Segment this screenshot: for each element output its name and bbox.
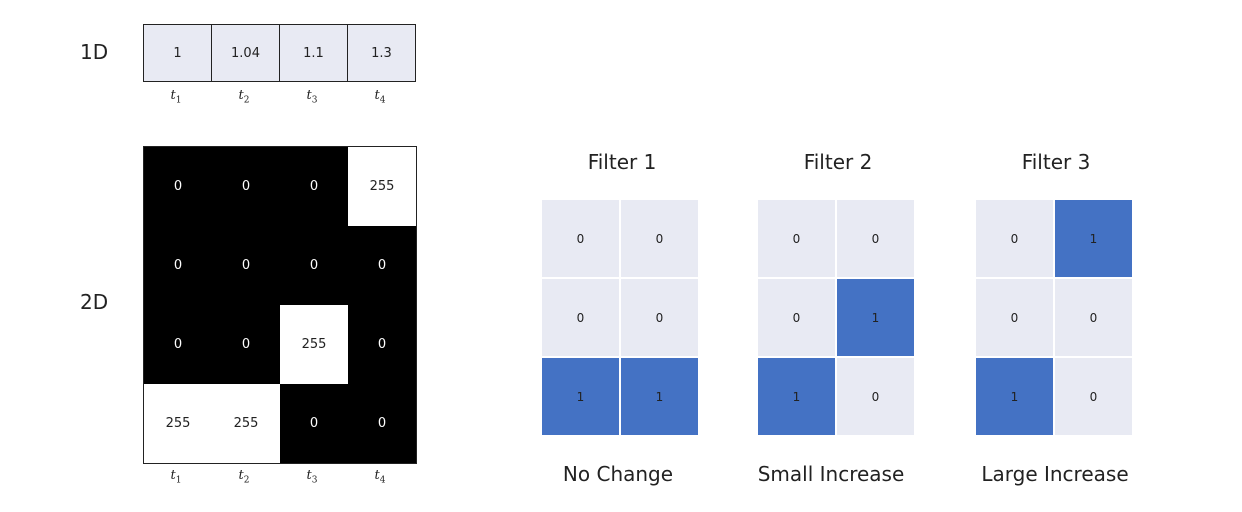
filter-1-title: Filter 1	[587, 150, 657, 174]
filter-cell: 0	[837, 200, 914, 277]
filter-cell: 1	[1055, 200, 1132, 277]
pixel-cell: 0	[280, 226, 348, 305]
filter-cell: 0	[621, 200, 698, 277]
time-tick: t3	[306, 468, 318, 486]
filter-cell: 0	[976, 279, 1053, 356]
pixel-cell: 255	[144, 384, 212, 463]
pixel-cell: 0	[212, 305, 280, 384]
pixel-cell: 0	[212, 147, 280, 226]
pixel-cell: 0	[348, 384, 416, 463]
pixel-cell: 255	[280, 305, 348, 384]
filter-cell: 0	[1055, 358, 1132, 435]
label-2d: 2D	[80, 290, 109, 314]
time-tick: t4	[374, 88, 386, 106]
filter-3-title: Filter 3	[1021, 150, 1091, 174]
pixel-cell: 255	[212, 384, 280, 463]
filter-cell: 1	[758, 358, 835, 435]
filter-cell: 1	[621, 358, 698, 435]
pixel-cell: 0	[348, 226, 416, 305]
pixel-cell: 0	[144, 226, 212, 305]
seq-cell: 1.04	[212, 25, 280, 81]
pixel-cell: 255	[348, 147, 416, 226]
time-tick: t1	[170, 468, 182, 486]
pixel-cell: 0	[348, 305, 416, 384]
filter-cell: 0	[976, 200, 1053, 277]
filter-cell: 0	[542, 200, 619, 277]
pixel-cell: 0	[144, 147, 212, 226]
pixel-cell: 0	[280, 147, 348, 226]
label-1d: 1D	[80, 40, 109, 64]
seq-cell: 1.1	[280, 25, 348, 81]
filter-cell: 0	[621, 279, 698, 356]
pixel-cell: 0	[144, 305, 212, 384]
filter-cell: 1	[976, 358, 1053, 435]
filter-cell: 0	[758, 200, 835, 277]
time-tick: t1	[170, 88, 182, 106]
filter-cell: 0	[758, 279, 835, 356]
filter-2-caption: Small Increase	[757, 462, 905, 486]
time-tick: t2	[238, 88, 250, 106]
sequence-1d: 1 1.04 1.1 1.3	[143, 24, 416, 82]
time-tick: t3	[306, 88, 318, 106]
filter-cell: 1	[542, 358, 619, 435]
seq-cell: 1.3	[348, 25, 415, 81]
filter-cell: 1	[837, 279, 914, 356]
time-axis-1d: t1 t2 t3 t4	[142, 88, 414, 106]
pixel-cell: 0	[212, 226, 280, 305]
filter-2-title: Filter 2	[803, 150, 873, 174]
time-tick: t4	[374, 468, 386, 486]
time-tick: t2	[238, 468, 250, 486]
time-axis-2d: t1 t2 t3 t4	[142, 468, 414, 486]
filter-3-caption: Large Increase	[981, 462, 1129, 486]
filter-cell: 0	[542, 279, 619, 356]
filter-cell: 0	[1055, 279, 1132, 356]
seq-cell: 1	[144, 25, 212, 81]
filter-cell: 0	[837, 358, 914, 435]
pixel-cell: 0	[280, 384, 348, 463]
filter-1-caption: No Change	[562, 462, 674, 486]
